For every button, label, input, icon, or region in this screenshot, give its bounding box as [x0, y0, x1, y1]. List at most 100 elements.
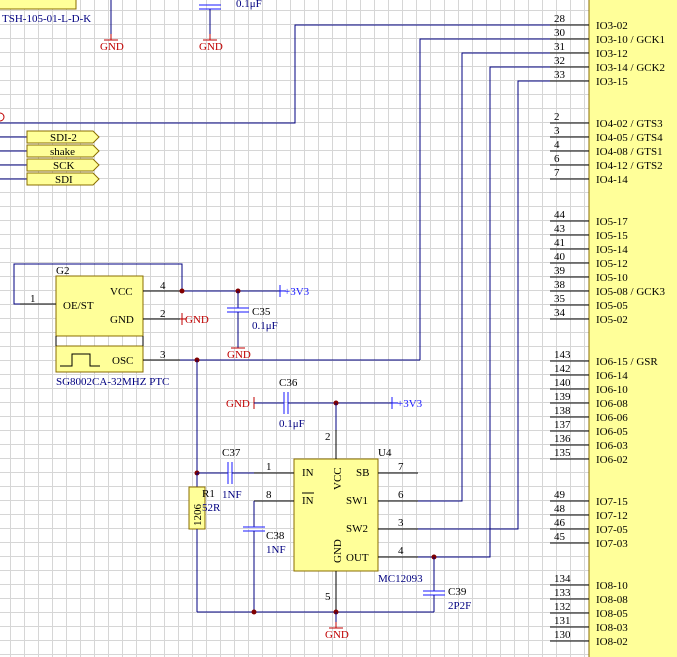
svg-text:0.1μF: 0.1μF	[252, 320, 278, 332]
connector-label: TSH-105-01-L-D-K	[2, 13, 91, 25]
fpga-pin-name: IO8-10	[596, 580, 628, 592]
fpga-pin-name: IO5-15	[596, 230, 628, 242]
svg-text:SB: SB	[356, 467, 369, 479]
fpga-pin-number: 30	[554, 27, 566, 39]
svg-text:GND: GND	[226, 398, 250, 410]
svg-text:6: 6	[398, 489, 404, 501]
svg-text:R1: R1	[202, 488, 215, 500]
svg-text:C37: C37	[222, 447, 241, 459]
svg-text:4: 4	[398, 545, 404, 557]
fpga-pin-number: 130	[554, 629, 571, 641]
capacitor-c36: GND C36 0.1μF	[226, 377, 392, 430]
vcc-symbol-2: +3V3	[391, 397, 423, 410]
fpga-pin-name: IO5-10	[596, 272, 628, 284]
fpga-pin-name: IO5-14	[596, 244, 628, 256]
svg-text:SW1: SW1	[346, 495, 368, 507]
svg-text:8: 8	[266, 489, 272, 501]
net-label-group: SDI-2 shake SCK SDI	[0, 130, 100, 186]
fpga-pin-name: IO6-05	[596, 426, 628, 438]
fpga-pin-number: 39	[554, 265, 566, 277]
connector-body	[0, 0, 77, 10]
svg-text:SG8002CA-32MHZ PTC: SG8002CA-32MHZ PTC	[56, 376, 169, 388]
net-label-sck: SCK	[26, 158, 100, 172]
svg-text:+3V3: +3V3	[284, 286, 310, 298]
fpga-pin-name: IO5-08 / GCK3	[596, 286, 666, 298]
svg-text:3: 3	[160, 349, 166, 361]
gnd-symbol-bottom: GND	[325, 612, 349, 641]
fpga-pin-number: 33	[554, 69, 566, 81]
svg-text:OE/ST: OE/ST	[63, 300, 94, 312]
svg-text:2P2F: 2P2F	[448, 600, 471, 612]
fpga-pin-number: 134	[554, 573, 571, 585]
svg-text:1: 1	[266, 461, 272, 473]
fpga-pin-number: 31	[554, 41, 565, 53]
fpga-pin-name: IO6-14	[596, 370, 628, 382]
svg-text:VCC: VCC	[110, 286, 133, 298]
gnd-symbol-1: GND	[100, 34, 124, 53]
svg-text:GND: GND	[185, 314, 209, 326]
fpga-pin-name: IO8-03	[596, 622, 628, 634]
net-label-sdi: SDI	[26, 172, 100, 186]
fpga-pin-name: IO8-02	[596, 636, 628, 648]
fpga-pin-number: 6	[554, 153, 560, 165]
fpga-pin-number: 143	[554, 349, 571, 361]
fpga-pin-number: 137	[554, 419, 571, 431]
svg-text:4: 4	[160, 280, 166, 292]
fpga-pin-number: 136	[554, 433, 571, 445]
svg-text:SDI: SDI	[55, 174, 73, 186]
svg-text:OUT: OUT	[346, 552, 369, 564]
capacitor-c35: C35 0.1μF GND	[227, 291, 278, 361]
fpga-pin-number: 28	[554, 13, 566, 25]
fpga-pin-name: IO6-06	[596, 412, 628, 424]
svg-text:1NF: 1NF	[266, 544, 286, 556]
fpga-pin-number: 48	[554, 503, 566, 515]
svg-text:SW2: SW2	[346, 523, 368, 535]
svg-text:SCK: SCK	[53, 160, 74, 172]
svg-text:C36: C36	[279, 377, 298, 389]
fpga-pin-number: 4	[554, 139, 560, 151]
resistor-r1: 1206 R1 52R	[188, 473, 221, 612]
svg-text:7: 7	[398, 461, 404, 473]
svg-text:5: 5	[325, 591, 331, 603]
svg-text:1NF: 1NF	[222, 489, 242, 501]
fpga-pin-number: 132	[554, 601, 571, 613]
svg-text:0.1μF: 0.1μF	[279, 418, 305, 430]
fpga-pin-number: 38	[554, 279, 566, 291]
fpga-pin-number: 131	[554, 615, 571, 627]
fpga-pin-name: IO4-14	[596, 174, 628, 186]
svg-text:52R: 52R	[202, 502, 221, 514]
svg-text:MC12093: MC12093	[378, 573, 423, 585]
svg-text:3: 3	[398, 517, 404, 529]
svg-text:GND: GND	[332, 539, 344, 563]
svg-text:OSC: OSC	[112, 355, 133, 367]
fpga-pin-number: 135	[554, 447, 571, 459]
fpga-pin-name: IO3-02	[596, 20, 628, 32]
fpga-pin-name: IO5-17	[596, 216, 628, 228]
fpga-pin-name: IO3-12	[596, 48, 628, 60]
svg-text:SDI-2: SDI-2	[50, 132, 77, 144]
fpga-pin-name: IO5-05	[596, 300, 628, 312]
